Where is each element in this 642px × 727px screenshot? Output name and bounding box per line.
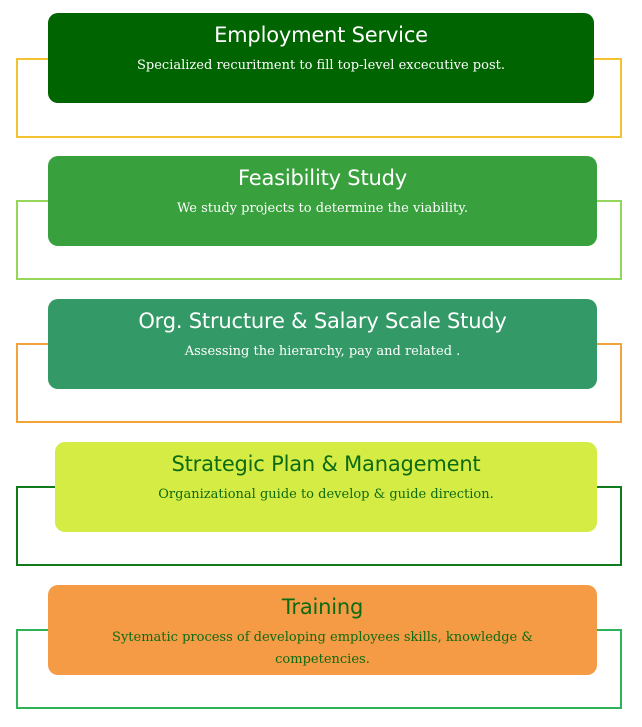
service-bracket — [16, 343, 622, 423]
bracket-left-tick — [16, 343, 48, 345]
service-description: Organizational guide to develop & guide … — [158, 487, 494, 502]
bracket-right-tick — [597, 343, 622, 345]
service-title: Employment Service — [214, 23, 428, 47]
service-card: Employment Service Specialized recuritme… — [48, 13, 594, 103]
service-card: Feasibility Study We study projects to d… — [48, 156, 597, 246]
service-description: We study projects to determine the viabi… — [176, 201, 469, 216]
service-title: Strategic Plan & Management — [171, 452, 481, 476]
service-card: Training Sytematic process of developing… — [48, 585, 597, 675]
service-title: Org. Structure & Salary Scale Study — [138, 309, 507, 333]
bracket-right-tick — [597, 629, 622, 631]
service-bracket — [16, 200, 622, 280]
service-bracket — [16, 58, 622, 138]
bracket-left-tick — [16, 200, 48, 202]
service-description: Specialized recuritment to fill top-leve… — [137, 58, 505, 73]
bracket-left-tick — [16, 629, 48, 631]
bracket-right-tick — [597, 200, 622, 202]
bracket-left-tick — [16, 58, 48, 60]
bracket-left-tick — [16, 486, 55, 488]
service-card: Strategic Plan & Management Organization… — [55, 442, 597, 532]
service-card: Org. Structure & Salary Scale Study Asse… — [48, 299, 597, 389]
service-title: Feasibility Study — [238, 166, 407, 190]
bracket-right-tick — [594, 58, 622, 60]
service-title: Training — [281, 595, 364, 619]
service-bracket — [16, 486, 622, 566]
service-bracket — [16, 629, 622, 709]
bracket-right-tick — [597, 486, 622, 488]
service-description: Sytematic process of developing employee… — [112, 630, 533, 667]
service-description: Assessing the hierarchy, pay and related… — [184, 344, 461, 359]
